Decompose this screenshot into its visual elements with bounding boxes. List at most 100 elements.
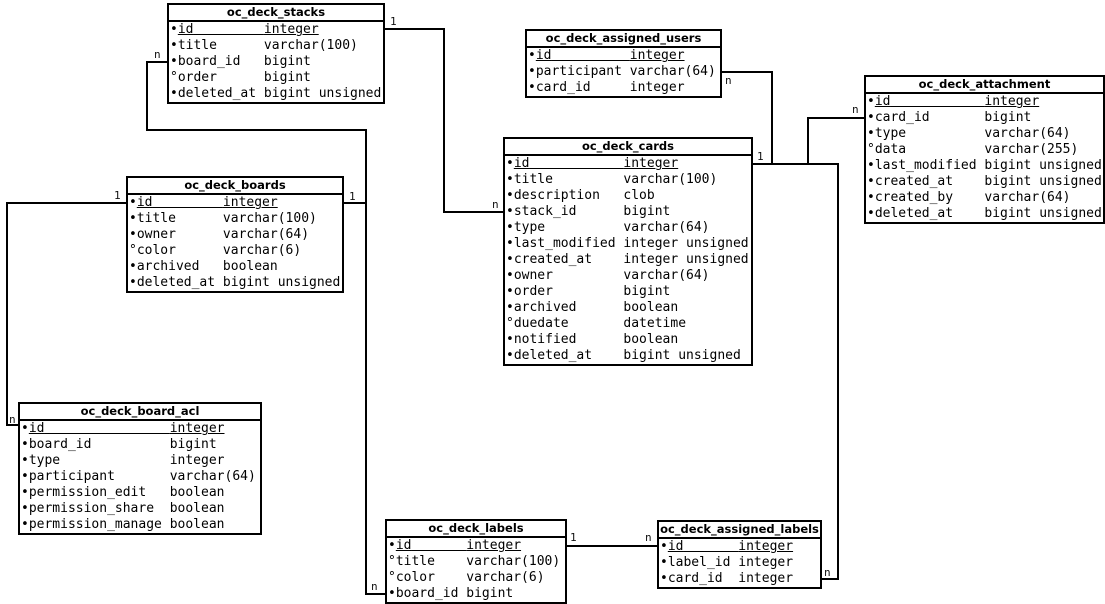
column-gap: [723, 571, 739, 586]
column-gap: [44, 421, 169, 436]
column: last_modified bigint unsigned: [875, 158, 1102, 173]
column-type: integer: [629, 48, 685, 63]
column-gap: [683, 539, 738, 554]
column-type: integer: [263, 22, 319, 37]
column-type: varchar(100): [222, 211, 317, 226]
column-row: •archived boolean: [128, 259, 342, 275]
column-gap: [146, 485, 169, 500]
column-row: •card_id integer: [659, 571, 820, 587]
column-type: varchar(64): [623, 268, 710, 283]
column-type: varchar(255): [984, 142, 1079, 157]
column-name: id: [136, 195, 153, 210]
column-gap: [152, 195, 222, 210]
nullable-marker-icon: °: [170, 70, 178, 85]
column-name: id: [177, 22, 194, 37]
column: type varchar(64): [514, 220, 710, 235]
column-name: board_id: [395, 586, 459, 601]
column-type: varchar(100): [263, 38, 358, 53]
primary-key-column: id integer: [29, 421, 225, 436]
column: owner varchar(64): [137, 227, 309, 242]
column-name: title: [395, 554, 435, 569]
required-marker-icon: •: [660, 571, 668, 586]
column: stack_id bigint: [514, 204, 671, 219]
column-gap: [600, 188, 623, 203]
cardinality-label: 1: [757, 150, 764, 163]
column-gap: [591, 80, 630, 95]
column-type: varchar(64): [984, 190, 1071, 205]
column-type: integer unsigned: [623, 252, 749, 267]
column-row: •id integer: [387, 538, 565, 554]
column-name: data: [874, 142, 907, 157]
column-gap: [622, 64, 630, 79]
column-gap: [576, 332, 623, 347]
column: title varchar(100): [178, 38, 358, 53]
column-name: archived: [136, 259, 200, 274]
entity-oc_deck_attachment: oc_deck_attachment•id integer•card_id bi…: [864, 75, 1105, 224]
column-name: id: [28, 421, 45, 436]
column: board_id bigint: [29, 437, 217, 452]
column-gap: [953, 206, 984, 221]
column-row: •created_at bigint unsigned: [866, 174, 1103, 190]
column-gap: [60, 453, 170, 468]
required-marker-icon: •: [506, 252, 514, 267]
column-row: •notified boolean: [505, 332, 751, 348]
column-name: order: [513, 284, 553, 299]
required-marker-icon: •: [528, 48, 536, 63]
required-marker-icon: •: [21, 469, 29, 484]
column-name: board_id: [28, 437, 92, 452]
column-row: •owner varchar(64): [505, 268, 751, 284]
column: duedate datetime: [514, 316, 686, 331]
column-type: bigint unsigned: [222, 275, 341, 290]
column-type: integer: [738, 539, 794, 554]
column-name: duedate: [513, 316, 569, 331]
column: owner varchar(64): [514, 268, 710, 283]
column-type: integer: [984, 94, 1040, 109]
column-gap: [569, 316, 624, 331]
primary-key-column: id integer: [536, 48, 685, 63]
column-type: bigint unsigned: [984, 206, 1102, 221]
column-name: created_by: [874, 190, 954, 205]
column-name: participant: [535, 64, 622, 79]
column: participant varchar(64): [536, 64, 716, 79]
column-row: °title varchar(100): [387, 554, 565, 570]
cardinality-label: n: [9, 413, 16, 426]
relationship-line: [344, 202, 385, 595]
column: deleted_at bigint unsigned: [875, 206, 1102, 221]
column-gap: [529, 156, 623, 171]
column: deleted_at bigint unsigned: [137, 275, 341, 290]
entity-title: oc_deck_labels: [387, 521, 565, 538]
column-type: varchar(100): [623, 172, 718, 187]
primary-key-column: id integer: [875, 94, 1039, 109]
column-row: •type varchar(64): [866, 126, 1103, 142]
column-row: •id integer: [20, 421, 260, 437]
column-row: °color varchar(6): [128, 243, 342, 259]
entity-oc_deck_stacks: oc_deck_stacks•id integer•title varchar(…: [167, 3, 385, 104]
column: board_id bigint: [396, 586, 513, 601]
entity-oc_deck_assigned_users: oc_deck_assigned_users•id integer•partic…: [525, 29, 722, 98]
column-name: archived: [513, 300, 577, 315]
column-type: boolean: [623, 300, 679, 315]
column-row: •deleted_at bigint unsigned: [505, 348, 751, 364]
column-gap: [193, 22, 263, 37]
entity-title: oc_deck_board_acl: [20, 404, 260, 421]
required-marker-icon: •: [506, 268, 514, 283]
cardinality-label: 1: [349, 190, 356, 203]
column-name: created_at: [513, 252, 593, 267]
column-name: card_id: [874, 110, 930, 125]
entity-title: oc_deck_stacks: [169, 5, 383, 22]
column-gap: [411, 538, 466, 553]
column-type: varchar(64): [984, 126, 1071, 141]
column-row: •permission_edit boolean: [20, 485, 260, 501]
required-marker-icon: •: [21, 501, 29, 516]
column-type: varchar(100): [466, 554, 561, 569]
required-marker-icon: •: [170, 22, 178, 37]
column-gap: [176, 243, 223, 258]
column: card_id integer: [536, 80, 685, 95]
nullable-marker-icon: °: [506, 316, 514, 331]
column-type: bigint: [169, 437, 217, 452]
relationship-line: [753, 163, 839, 580]
required-marker-icon: •: [506, 348, 514, 363]
entity-oc_deck_board_acl: oc_deck_board_acl•id integer•board_id bi…: [18, 402, 262, 535]
column-type: boolean: [169, 485, 225, 500]
